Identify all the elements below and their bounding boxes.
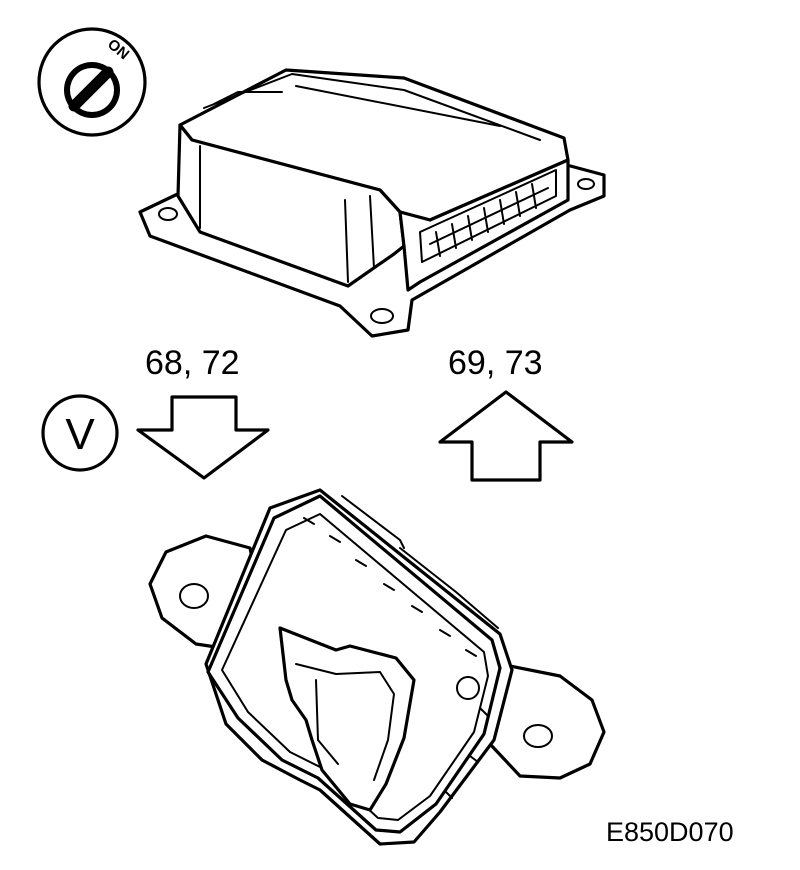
ignition-key-on-icon: ON <box>37 27 147 137</box>
ignition-on-label: ON <box>104 36 132 63</box>
v-symbol-label: V <box>65 410 95 459</box>
control-module-upper <box>138 68 606 338</box>
installation-steps-label: 69, 73 <box>448 344 543 382</box>
arrow-down-icon <box>136 395 270 480</box>
arrow-up-icon <box>438 390 574 482</box>
voltmeter-v-icon: V <box>41 394 119 472</box>
figure-code: E850D070 <box>606 817 734 847</box>
control-module-lower <box>148 488 606 846</box>
removal-steps-label: 68, 72 <box>145 344 240 382</box>
